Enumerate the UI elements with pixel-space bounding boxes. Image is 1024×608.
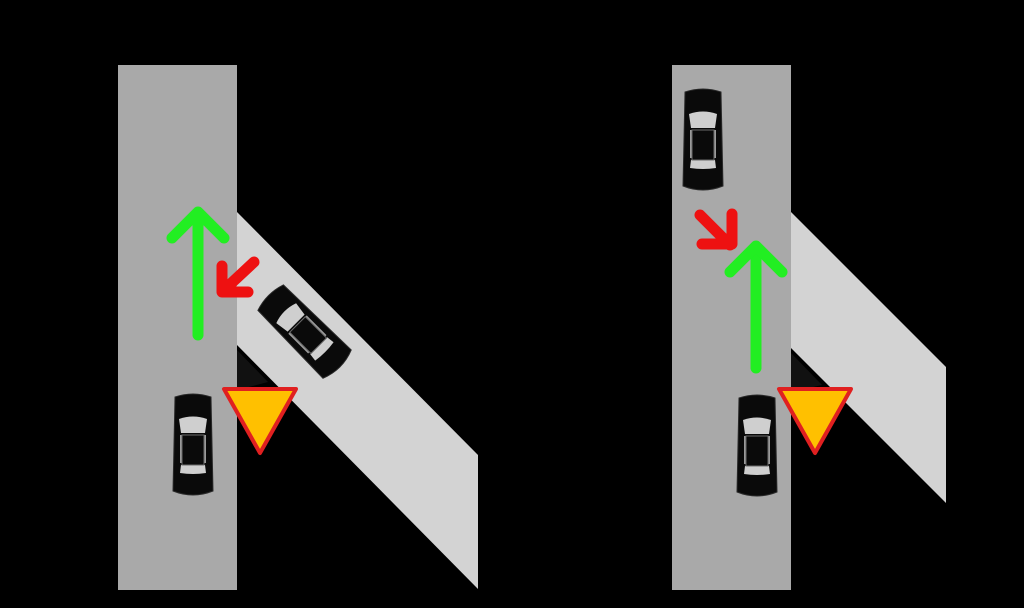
priority-arrow-icon	[724, 240, 788, 374]
road-shadow	[791, 353, 822, 392]
main-road	[118, 65, 237, 590]
main-road-car	[172, 393, 214, 496]
yield-arrow-icon	[216, 256, 260, 298]
yield-arrow-icon	[694, 208, 738, 251]
side-road	[791, 212, 946, 503]
yield-sign-icon	[222, 387, 298, 455]
left-panel	[118, 65, 478, 590]
right-panel	[672, 65, 946, 590]
road-shadow	[237, 350, 268, 390]
priority-arrow-icon	[166, 206, 230, 341]
yield-sign-icon	[777, 387, 853, 455]
main-road-car	[736, 394, 778, 497]
upper-car	[682, 88, 724, 191]
